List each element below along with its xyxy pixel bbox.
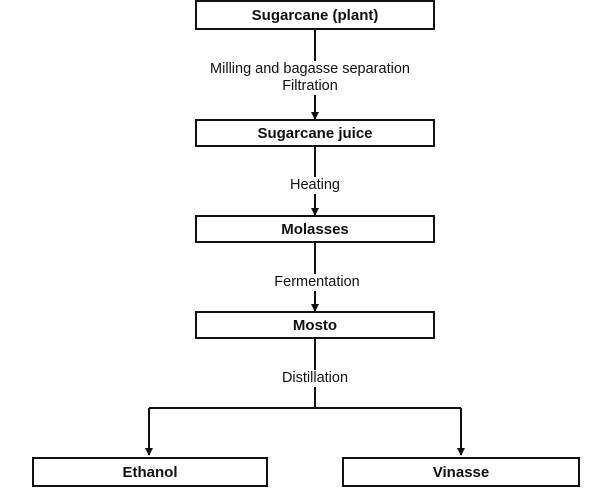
node-mosto: Mosto: [195, 311, 435, 339]
step-heating: Heating: [275, 177, 355, 194]
step-distillation: Distillation: [265, 370, 365, 387]
step-filtration: Filtration: [270, 78, 350, 95]
node-sugarcane-juice: Sugarcane juice: [195, 119, 435, 147]
node-ethanol: Ethanol: [32, 457, 268, 487]
node-molasses: Molasses: [195, 215, 435, 243]
step-fermentation: Fermentation: [262, 274, 372, 291]
node-sugarcane-plant: Sugarcane (plant): [195, 0, 435, 30]
step-milling: Milling and bagasse separation: [190, 61, 430, 78]
node-vinasse: Vinasse: [342, 457, 580, 487]
